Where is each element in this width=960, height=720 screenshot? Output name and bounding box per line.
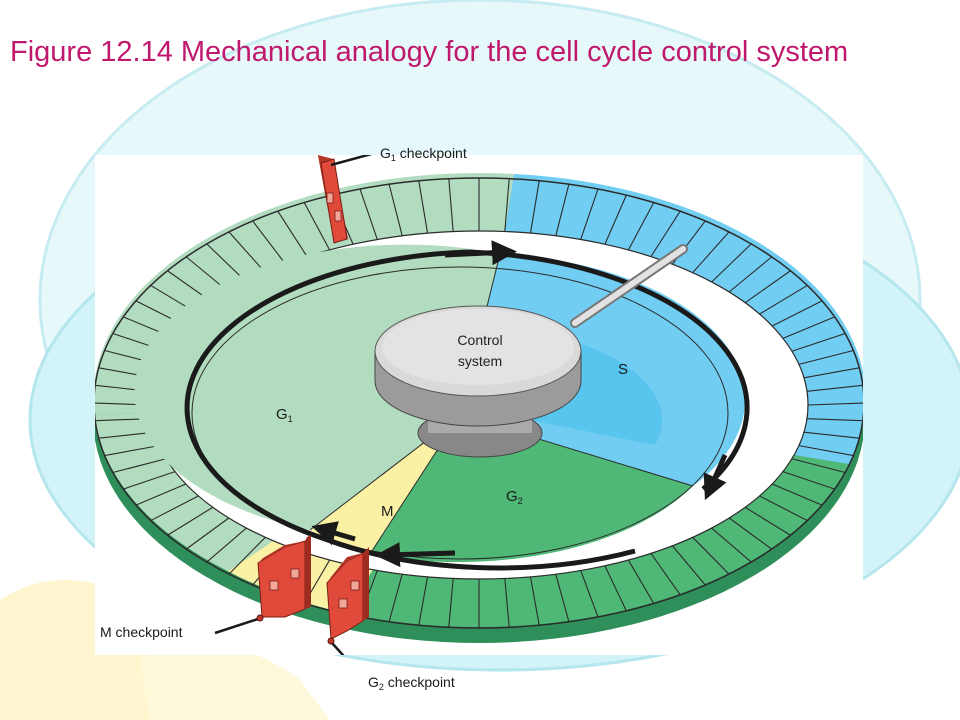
ring-tick (771, 483, 823, 506)
ring-tick (782, 471, 835, 490)
ring-tick (692, 536, 730, 575)
ring-tick (150, 495, 199, 522)
ring-tick (791, 332, 846, 352)
ring-tick (803, 367, 860, 379)
g2-checkpoint-label: G2 checkpoint (368, 674, 455, 692)
diagram-panel (95, 155, 863, 655)
ring-tick (803, 431, 860, 439)
leader-lines (214, 155, 373, 655)
ring-tick (359, 188, 378, 240)
ring-tick (529, 180, 540, 234)
ring-tick (98, 431, 155, 439)
ring-tick (167, 506, 214, 536)
g2-checkpoint-sub: 2 (378, 682, 384, 692)
phase-m-label: M (381, 503, 394, 520)
phase-g1-letter: G (276, 406, 288, 423)
ring-tick (671, 545, 706, 586)
phase-g2-sub: 2 (517, 496, 523, 506)
ring-tick (692, 231, 730, 274)
phase-g2-letter: G (506, 488, 518, 505)
arrow-s-to-g2 (703, 453, 728, 501)
ring-tick (744, 506, 791, 536)
ring-tick (728, 517, 773, 550)
ring-tick (418, 576, 429, 626)
ring-tick (759, 495, 808, 522)
ring-tick (135, 483, 187, 506)
figure-title: Figure 12.14 Mechanical analogy for the … (10, 36, 849, 68)
ring-tick (728, 256, 773, 293)
ring-tick (104, 445, 160, 457)
ring-tick (228, 231, 266, 274)
ring-tick (627, 559, 655, 604)
g1-checkpoint-label: G1 checkpoint (380, 145, 467, 163)
ring-tick (185, 517, 230, 550)
arrow-m-to-g1 (311, 521, 356, 546)
ring-tick (782, 316, 835, 339)
ring-tick (555, 574, 570, 622)
ring-tick (277, 210, 308, 257)
ring-tick (627, 202, 655, 251)
ring-tick (529, 576, 540, 626)
control-system-label: Control system (420, 330, 540, 372)
ring-tick (711, 527, 752, 563)
m-checkpoint-label: M checkpoint (100, 624, 183, 640)
ring-tick (650, 210, 681, 257)
phase-g1-sub: 1 (287, 414, 293, 424)
ring-tick (504, 178, 510, 232)
ring-tick (807, 402, 863, 406)
arrow-g1-to-s (444, 240, 517, 266)
g1-checkpoint-sub: 1 (390, 153, 396, 163)
ring-tick (744, 270, 791, 304)
phase-s-label: S (618, 361, 629, 378)
ring-tick (771, 300, 823, 327)
g2-checkpoint-gate (326, 547, 369, 640)
ring-tick (112, 458, 167, 474)
ring-tick (604, 565, 627, 612)
inner-dial (134, 244, 746, 563)
g2-checkpoint-text: checkpoint (387, 674, 455, 690)
phase-g2-label: G2 (506, 488, 523, 506)
ring-tick (580, 570, 599, 618)
g1-checkpoint-gate (318, 155, 348, 244)
ring-tick (504, 578, 510, 628)
ring-tick (228, 536, 266, 575)
ring-tick (798, 349, 854, 365)
ring-tick (388, 574, 403, 622)
control-pointer-arm (570, 244, 688, 328)
control-hub (374, 305, 582, 458)
ring-tick (806, 418, 863, 422)
ring-tick (791, 458, 846, 474)
ring-tick (303, 202, 331, 251)
sector-g1 (134, 244, 500, 531)
ring-tick (806, 384, 863, 392)
g1-checkpoint-letter: G (380, 145, 391, 161)
phase-g1-label: G1 (276, 406, 293, 424)
ring-tick (448, 178, 454, 232)
cell-cycle-diagram (95, 155, 863, 655)
g2-checkpoint-letter: G (368, 674, 379, 690)
control-label-line2: system (457, 353, 503, 369)
sector-m (310, 415, 460, 554)
arrow-g2-to-m (375, 542, 456, 568)
g1-checkpoint-text: checkpoint (399, 145, 467, 161)
cycle-track (184, 249, 750, 571)
ring-tick (388, 184, 403, 236)
ring-tick (418, 180, 429, 234)
ring-tick (580, 188, 599, 240)
ring-tick (206, 527, 247, 563)
ring-tick (448, 578, 454, 628)
ring-tick (555, 184, 570, 236)
ring-tick (252, 220, 287, 265)
cycle-arrows (311, 240, 728, 568)
ring-tick (123, 471, 176, 490)
ring-tick (604, 194, 627, 245)
ring-tick (759, 284, 808, 315)
ring-tick (711, 243, 752, 283)
control-label-line1: Control (457, 332, 503, 348)
ring-tick (650, 553, 681, 596)
ring-tick (798, 445, 854, 457)
